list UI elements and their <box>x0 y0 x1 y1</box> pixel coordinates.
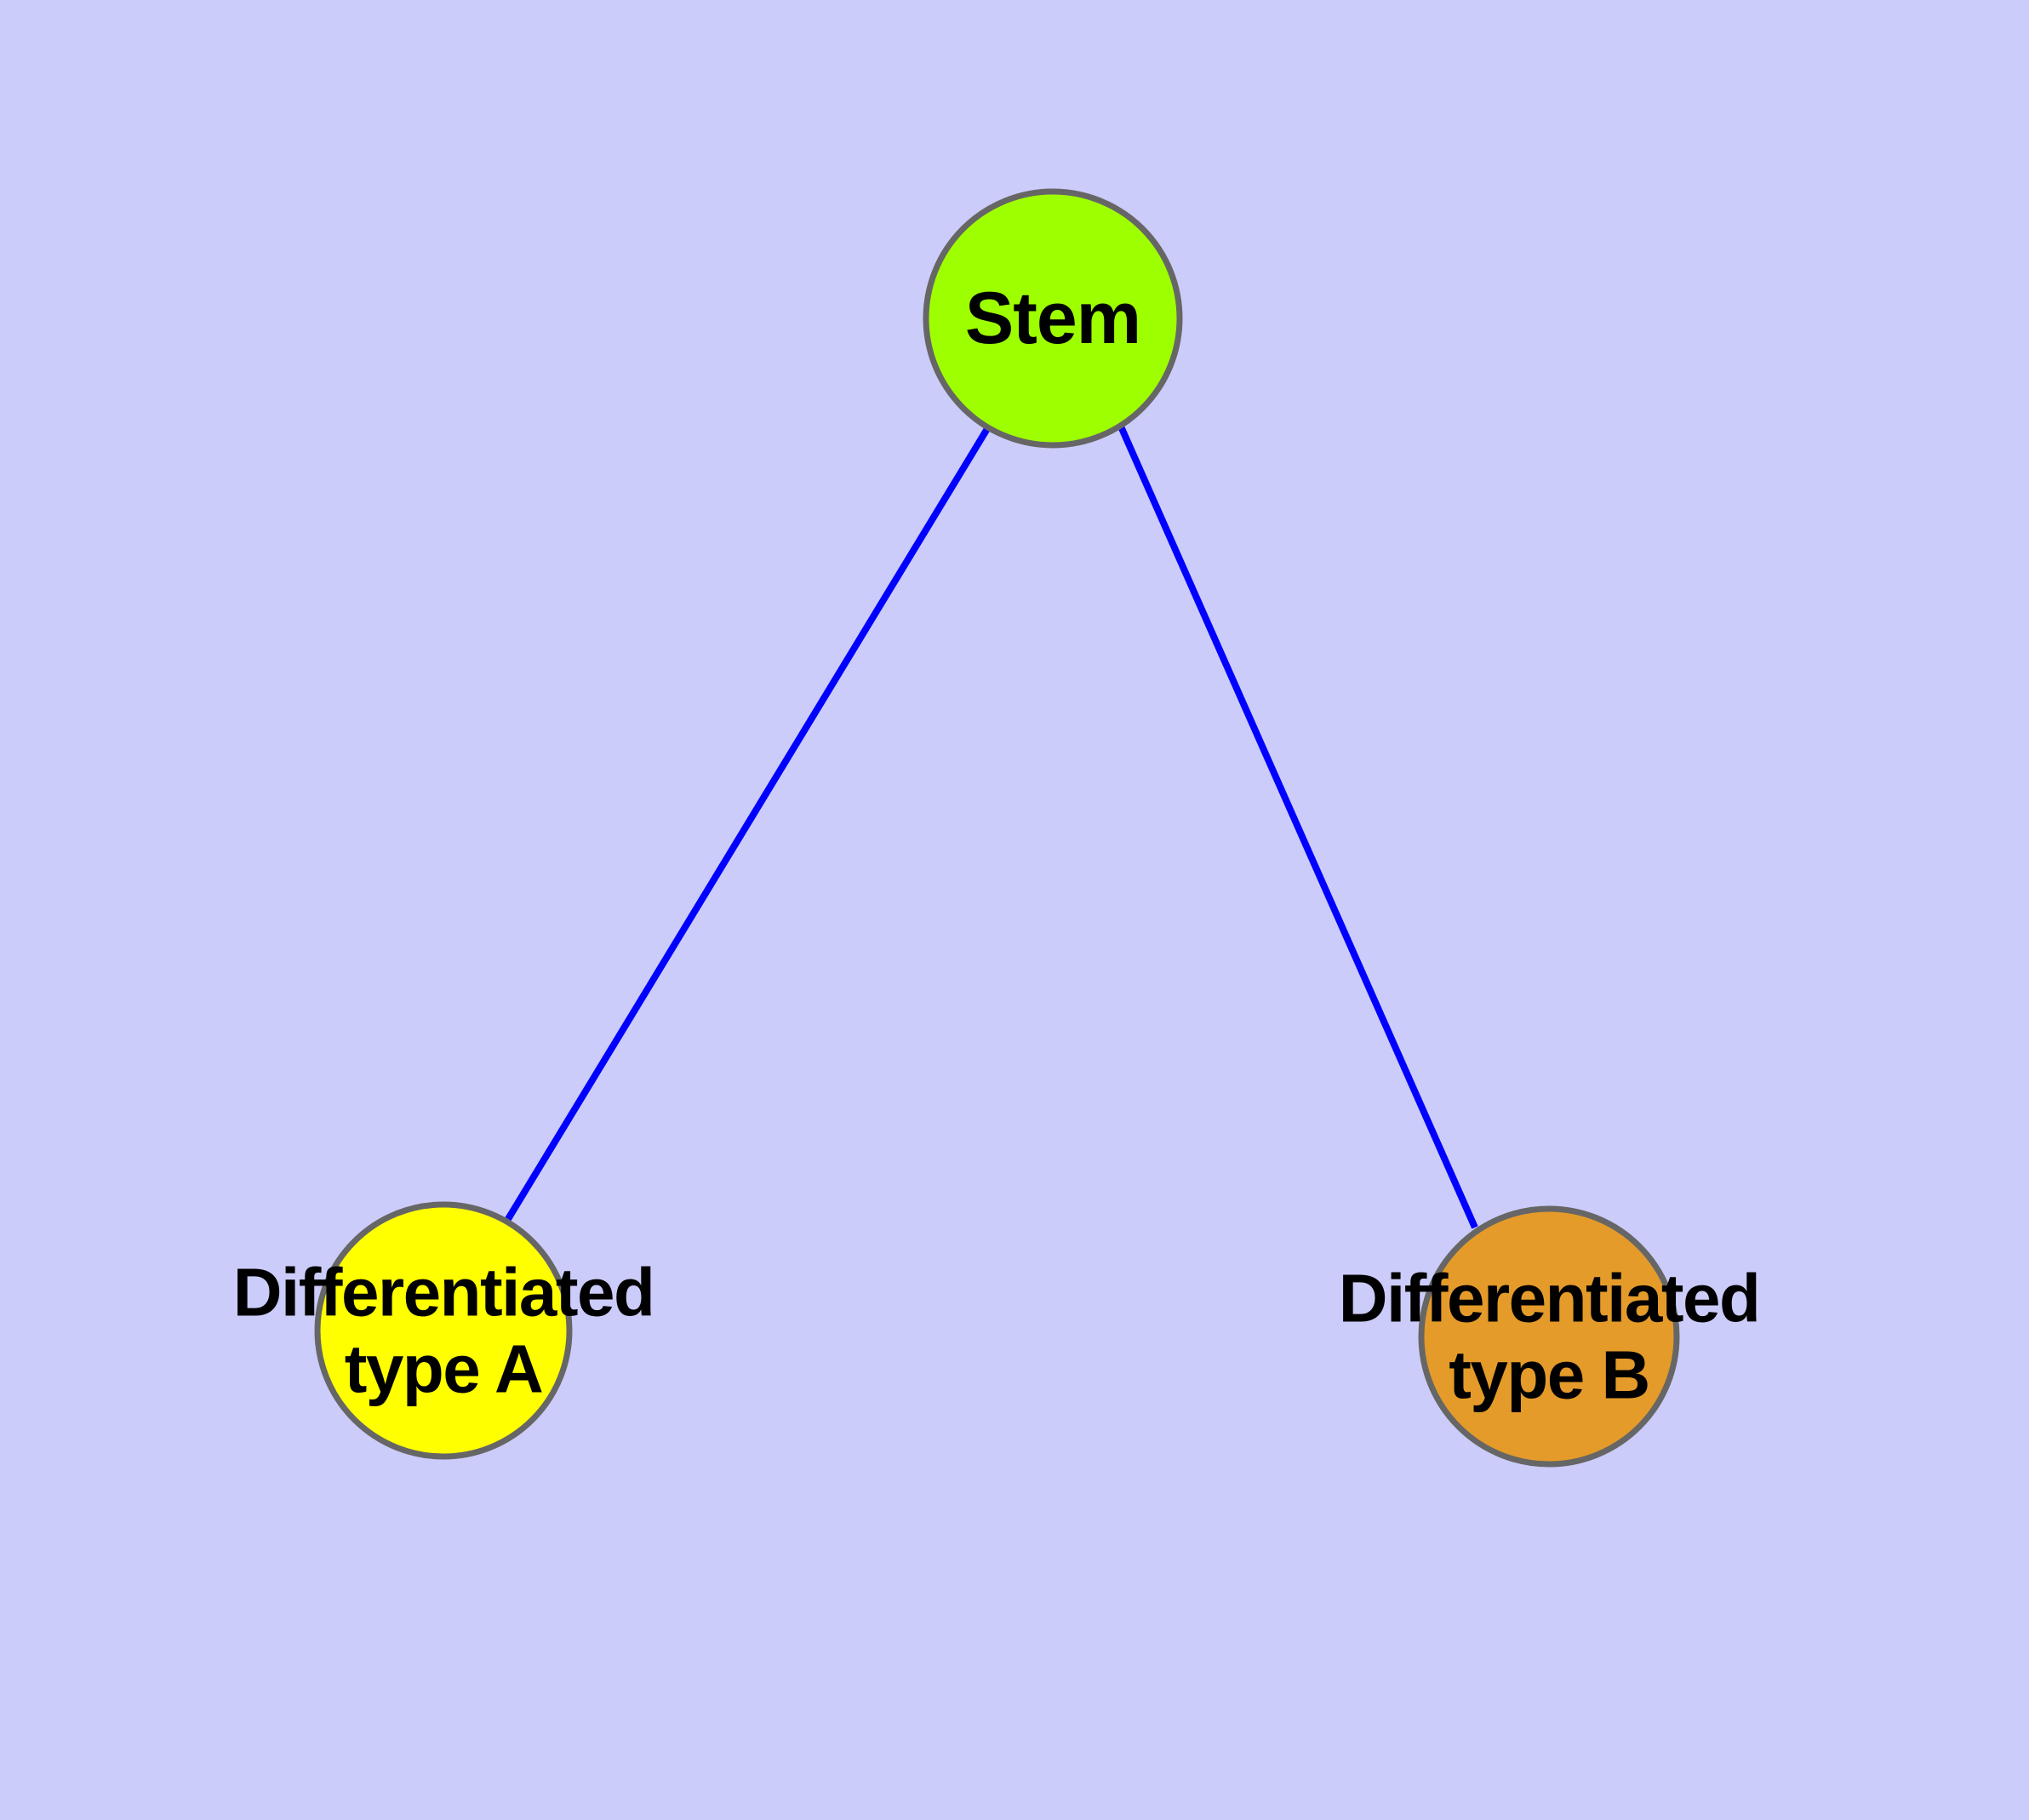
edge-stem-to-diff-b[interactable] <box>1117 425 1478 1229</box>
node-circle-diff-b[interactable] <box>1418 1205 1680 1468</box>
edge-layer <box>505 425 1478 1229</box>
node-circle-diff-a[interactable] <box>314 1201 573 1460</box>
node-layer <box>314 188 1680 1468</box>
node-circle-stem[interactable] <box>923 188 1183 449</box>
edge-stem-to-diff-a[interactable] <box>505 425 992 1222</box>
